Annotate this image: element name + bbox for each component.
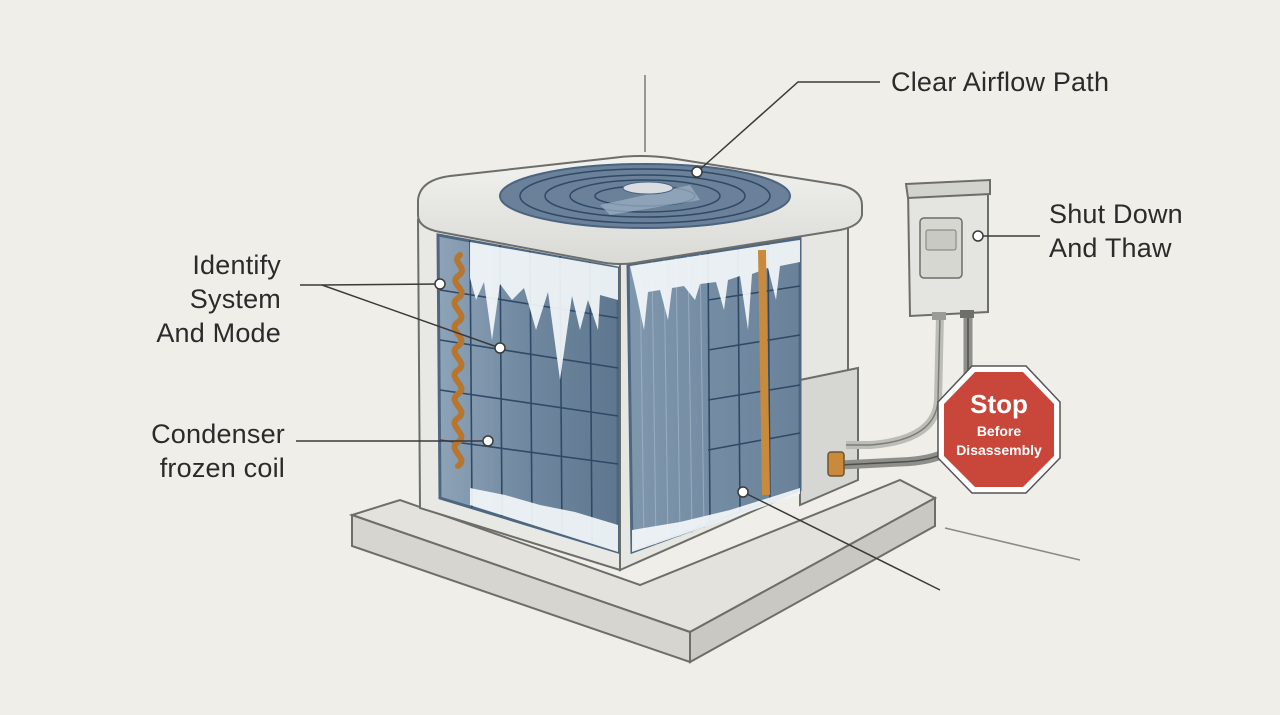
condenser-unit <box>416 155 863 572</box>
label-shut-down-and-thaw: Shut Down And Thaw <box>1049 197 1183 265</box>
disconnect-box <box>827 178 991 477</box>
callout-dots <box>434 166 984 498</box>
condenser-line2: frozen coil <box>159 453 285 483</box>
stop-line2: Disassembly <box>956 442 1042 458</box>
condenser-line1: Condenser <box>151 419 285 449</box>
fan-grille <box>499 163 791 229</box>
stop-line1: Before <box>977 423 1022 439</box>
airflow-text: Clear Airflow Path <box>891 67 1110 97</box>
frost <box>470 242 618 552</box>
shutdown-line1: Shut Down <box>1049 199 1183 229</box>
stop-title: Stop <box>970 389 1028 419</box>
copper-tubes <box>451 252 465 469</box>
label-condenser-frozen-coil: Condenser frozen coil <box>140 417 285 485</box>
shutdown-line2: And Thaw <box>1049 233 1172 263</box>
stop-sign: Stop Before Disassembly <box>937 365 1061 494</box>
label-clear-airflow-path: Clear Airflow Path <box>891 65 1109 99</box>
label-identify-system: Identify System And Mode <box>100 248 281 350</box>
concrete-pad <box>348 478 1081 664</box>
callout-lines <box>296 75 1040 591</box>
identify-line1: Identify System <box>189 250 281 314</box>
identify-line2: And Mode <box>156 318 281 348</box>
